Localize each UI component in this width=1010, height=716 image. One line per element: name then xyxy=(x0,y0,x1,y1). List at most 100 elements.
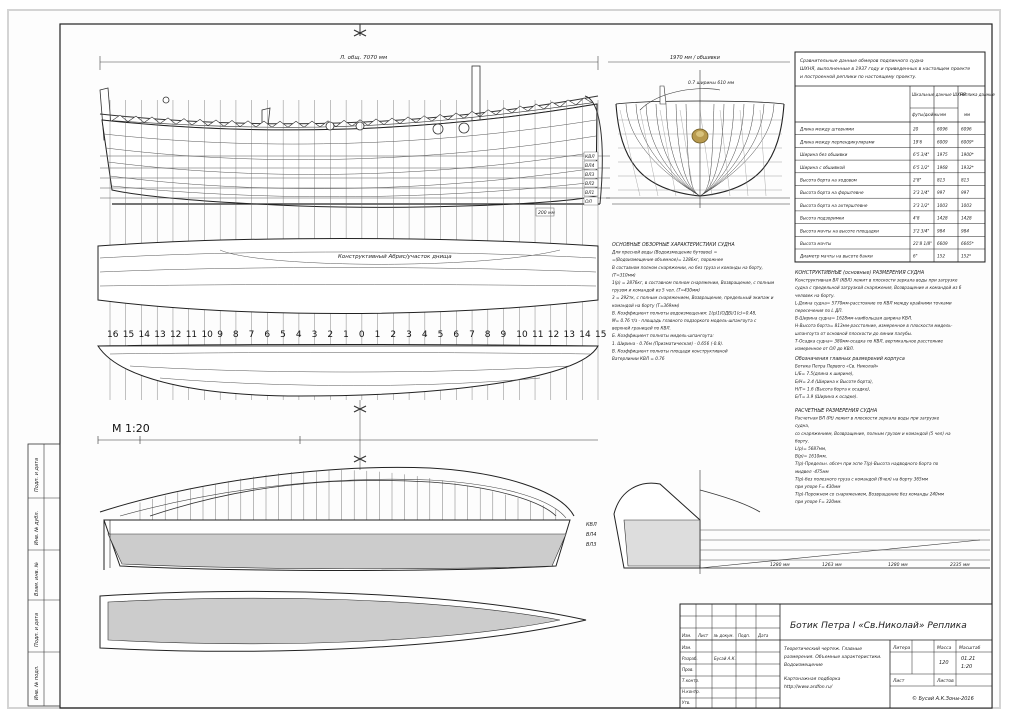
table-cell: 6665* xyxy=(961,241,974,246)
table-cell: 6" xyxy=(913,254,918,259)
notes-line: 3 = 292тк, с полным снаряжением, Возвращ… xyxy=(612,295,774,300)
notes-text: ОСНОВНЫЕ ОБЗОРНЫЕ ХАРАКТЕРИСТИКИ СУДНАДл… xyxy=(611,242,962,504)
beam-dim: 1970 мм / обшивки xyxy=(670,55,721,61)
role-label: Пров. xyxy=(682,667,694,672)
table-cell: Длина между штевнями xyxy=(799,127,854,132)
frame-number: 4 xyxy=(296,330,302,340)
table-cell: 1428 xyxy=(961,216,972,221)
table-cell: 6096 xyxy=(937,127,948,132)
drawing-name-2: размерения. Объемные характеристики. xyxy=(783,654,882,660)
table-cell: 6096 xyxy=(961,127,972,132)
table-cell: Диаметр мачты на высоте банки xyxy=(799,254,873,259)
frame-number: 15 xyxy=(595,330,606,340)
stamp-cell-3: Взам. инв. № xyxy=(34,562,40,596)
notes-line: Конструктивная ВЛ (КВЛ) лежит в плоскост… xyxy=(795,278,958,283)
small-dim-1: 200 мм xyxy=(538,210,555,216)
table-cell: Высота борта на ахтерштевне xyxy=(800,203,868,208)
frame-number: 3 xyxy=(312,330,318,340)
sub-header-2: мм xyxy=(940,112,946,117)
sub-header-3: мм xyxy=(964,112,970,117)
table-cell: 3'3 1/4" xyxy=(913,190,930,195)
role-label: Т.контр. xyxy=(682,678,699,683)
table-cell: 6'5 3/4" xyxy=(913,152,930,157)
notes-line: В(р)= 1610мм, xyxy=(795,454,827,459)
frame-number: 5 xyxy=(438,330,444,340)
col-head: Дата xyxy=(757,633,769,638)
frame-number: 14 xyxy=(138,330,150,340)
notes-line: Ватерлинии КВЛ = 0.76 xyxy=(612,356,665,361)
table-cell: 19'6 xyxy=(913,139,922,144)
dim-2: 1280 мм xyxy=(770,562,790,568)
table-cell: Высота подзоримки xyxy=(800,216,844,221)
table-title-3: и построенной реплики по настоящему прое… xyxy=(800,74,917,80)
frame-number: 16 xyxy=(107,330,119,340)
notes-line: В. Коэффициент полноты водоизмещения: 1(… xyxy=(612,310,756,315)
frame-number: 11 xyxy=(532,330,543,340)
notes-line: измеренное от ОЛ до КВЛ. xyxy=(795,346,854,351)
notes-line: Т(р)-без полезного груза с командой (6че… xyxy=(795,476,928,481)
table-cell: 6009 xyxy=(937,139,948,144)
table-cell: 1428 xyxy=(937,216,948,221)
notes-line: В составном полном снаряжении, но без гр… xyxy=(612,265,763,270)
table-cell: 6609 xyxy=(937,241,948,246)
body-plan-sections: 1970 мм / обшивки 0.7 ширины 610 мм xyxy=(606,55,790,208)
deck-plan xyxy=(99,590,587,652)
drawing-name-3: Водоизмещение xyxy=(784,662,823,668)
notes-line: L(р)= 5687мм, xyxy=(795,446,826,451)
notes-line: грузом и командой из 5 чел. (Т=430мм) xyxy=(612,288,700,293)
notes-line: В. Коэффициент полноты площади конструкт… xyxy=(612,348,728,353)
notes-line: Б/Н= 2.4 (Ширина к Высоте борта), xyxy=(795,379,873,384)
role-label: Утв. xyxy=(682,700,690,705)
frame-number: 15 xyxy=(123,330,134,340)
waterline-label: ВЛ3 xyxy=(585,172,594,178)
notes-heading: КОНСТРУКТИВНЫЕ (основные) РАЗМЕРЕНИЯ СУД… xyxy=(795,270,924,276)
frame-number: 9 xyxy=(217,330,223,340)
frame-number: 2 xyxy=(390,330,396,340)
frame-number: 0 xyxy=(359,330,365,340)
col-head: Подп. xyxy=(738,633,750,638)
table-cell: 4'8 xyxy=(913,216,920,221)
notes-line: 1. Ширина - 0.76м (Призматическая) - 0.6… xyxy=(612,341,723,346)
waterline-label: ВЛ1 xyxy=(585,190,594,196)
notes-line: 1(р) = 2876кг, в составном полном снаряж… xyxy=(612,280,774,285)
frame-number: 7 xyxy=(249,330,255,340)
frame-number: 7 xyxy=(469,330,475,340)
waterline-label: ВЛ2 xyxy=(585,181,594,187)
notes-line: Б/Т= 3.9 (Ширина к осадке). xyxy=(795,394,858,399)
frame-number: 8 xyxy=(233,330,239,340)
side-stamp: Подп. и дата Инв. № дубл. Взам. инв. № П… xyxy=(27,443,61,707)
frame-number: 8 xyxy=(485,330,491,340)
centerline-marker xyxy=(353,24,367,470)
waterline-label: ВЛ4 xyxy=(585,163,594,169)
table-cell: 20 xyxy=(913,127,919,132)
notes-line: Расчетная ВЛ (Рt) лежит в плоскости зерк… xyxy=(795,416,940,421)
notes-line: Н/Т= 1.6 (Высота борта к осадке), xyxy=(795,386,870,391)
role-name: Бусай А.К. xyxy=(714,656,736,661)
frame-number: 1 xyxy=(343,330,349,340)
table-cell: 152* xyxy=(961,254,971,259)
plan-label: Конструктивный Абрис/участок днища xyxy=(338,254,452,260)
frame-number: 5 xyxy=(280,330,286,340)
sheets-label: Листов xyxy=(936,678,954,684)
waterline-label: КВЛ xyxy=(585,154,595,160)
table-cell: 3'3 1/2" xyxy=(913,203,930,208)
table-cell: 6009* xyxy=(961,139,974,144)
frame-number: 10 xyxy=(516,330,528,340)
val-date: 01.21 xyxy=(961,656,975,662)
notes-line: Б. Коэффициент полноты мидель-шпангоута: xyxy=(612,333,714,338)
table-cell: Высота мачты на высоте площадки xyxy=(800,228,879,233)
drawing-frame xyxy=(59,23,993,709)
hdr-litera: Литера xyxy=(892,645,911,651)
table-cell: 1968 xyxy=(937,165,948,170)
title-block: Ботик Петра I «Св.Николай» Реплика Теоре… xyxy=(679,603,993,709)
frame-number: 1 xyxy=(375,330,381,340)
table-cell: 1003 xyxy=(937,203,948,208)
notes-line: Н-Высота борта= 813мм-расстояние, измере… xyxy=(795,323,953,328)
hdr-massa: Масса xyxy=(937,645,952,651)
table-cell: 997 xyxy=(937,190,945,195)
waterline-label: ОЛ xyxy=(585,199,593,205)
table-cell: Высота мачты xyxy=(800,241,832,246)
notes-line: шпангоута от основной плоскости до линии… xyxy=(795,331,912,336)
waterline-label: ВЛ3 xyxy=(586,542,596,548)
